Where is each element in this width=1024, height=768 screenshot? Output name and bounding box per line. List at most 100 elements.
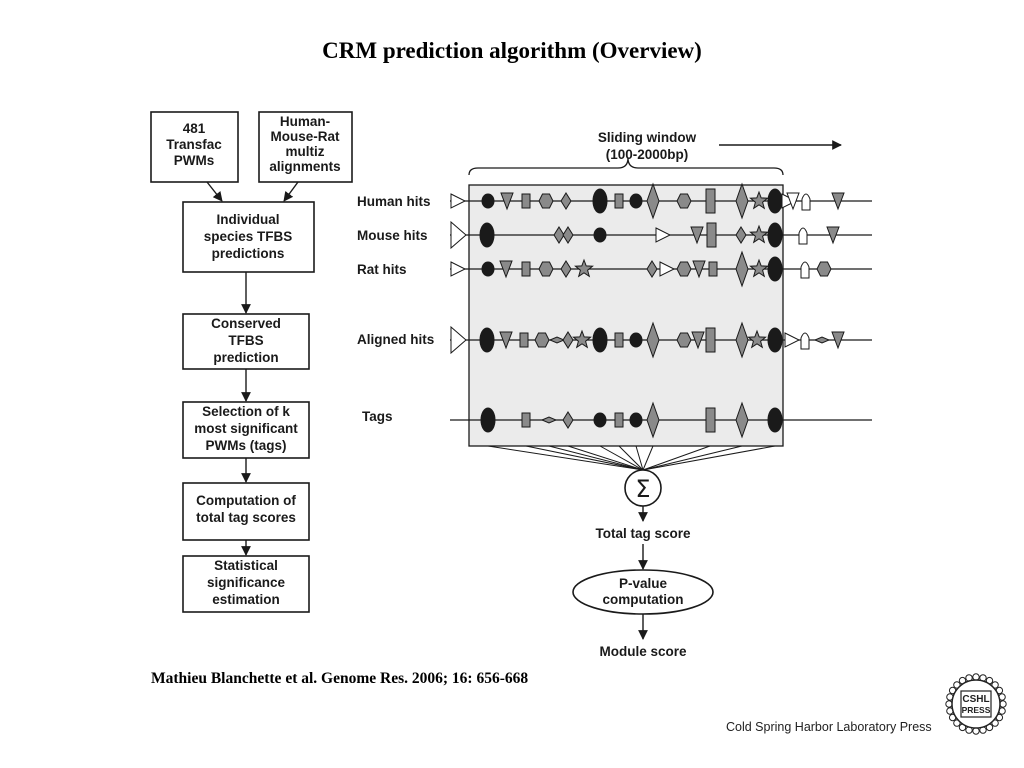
step-box-selection	[182, 401, 310, 459]
site-diamond	[562, 226, 574, 244]
site-hexagon	[534, 332, 550, 348]
tag-sum-link	[525, 445, 644, 471]
input-box-transfac	[150, 111, 239, 183]
site-large-diamond	[735, 182, 749, 220]
site-large-pointer	[450, 325, 467, 355]
site-hexagon	[816, 261, 832, 277]
tag-sum-link	[642, 445, 776, 471]
step-box-significance	[182, 555, 310, 613]
svg-text:PRESS: PRESS	[962, 705, 991, 715]
site-triangle	[692, 260, 706, 279]
site-tall-rectangle	[705, 327, 716, 353]
track-label-rat: Rat hits	[357, 262, 407, 277]
site-star	[747, 329, 767, 349]
site-oval	[629, 412, 643, 428]
site-rectangle	[521, 412, 531, 428]
citation: Mathieu Blanchette et al. Genome Res. 20…	[151, 670, 529, 687]
tag-sum-link	[599, 445, 644, 471]
site-bullet	[801, 193, 811, 211]
tag-sum-link	[618, 445, 644, 471]
site-hexagon	[676, 193, 692, 209]
site-diamond	[560, 192, 572, 210]
site-triangle	[690, 226, 704, 245]
tag-sum-link	[548, 445, 644, 471]
tag-sum-link	[487, 445, 644, 471]
site-pointer	[659, 261, 676, 277]
slide-title: CRM prediction algorithm (Overview)	[322, 38, 702, 63]
module-score-label: Module score	[599, 644, 687, 659]
cshl-press-logo: CSHL PRESS	[945, 673, 1007, 735]
site-small-diamond	[813, 336, 831, 344]
site-large-oval	[592, 188, 608, 214]
site-large-oval	[479, 327, 495, 353]
sliding-window-brace	[468, 157, 784, 176]
site-large-diamond	[735, 321, 749, 359]
site-large-oval	[767, 188, 783, 214]
site-pointer	[450, 261, 467, 277]
sum-symbol: Σ	[635, 475, 650, 503]
site-tall-rectangle	[705, 407, 716, 433]
site-bullet	[798, 227, 808, 245]
site-hexagon	[538, 261, 554, 277]
site-small-diamond	[540, 416, 558, 424]
tag-sum-link	[642, 445, 654, 471]
site-large-diamond	[735, 401, 749, 439]
site-diamond	[562, 331, 574, 349]
arrow-alignments-to-species	[283, 181, 299, 202]
site-oval	[593, 227, 607, 243]
site-star	[749, 258, 769, 278]
site-oval	[593, 412, 607, 428]
site-rectangle	[519, 332, 529, 348]
site-rectangle	[521, 193, 531, 209]
site-rectangle	[708, 261, 718, 277]
site-large-oval	[767, 256, 783, 282]
site-star	[749, 190, 769, 210]
svg-text:CSHL: CSHL	[962, 694, 989, 705]
site-rectangle	[614, 332, 624, 348]
publisher-name: Cold Spring Harbor Laboratory Press	[726, 720, 932, 734]
site-triangle	[831, 192, 845, 211]
site-triangle	[826, 226, 840, 245]
total-tag-score-label: Total tag score	[595, 526, 691, 541]
site-hexagon	[676, 261, 692, 277]
arrow-transfac-to-species	[206, 181, 223, 202]
track-label-aligned: Aligned hits	[357, 332, 434, 347]
tag-sum-link	[642, 445, 743, 471]
site-hexagon	[538, 193, 554, 209]
input-box-alignments	[258, 111, 353, 183]
site-rectangle	[521, 261, 531, 277]
site-triangle	[691, 331, 705, 350]
site-oval	[629, 193, 643, 209]
site-bullet	[800, 261, 810, 279]
site-oval	[481, 193, 495, 209]
track-label-tags: Tags	[362, 409, 393, 424]
site-triangle	[499, 260, 513, 279]
site-large-diamond	[646, 182, 660, 220]
site-diamond	[562, 411, 574, 429]
site-pointer	[450, 193, 467, 209]
site-pointer	[655, 227, 672, 243]
site-star	[574, 258, 594, 278]
site-tall-rectangle	[706, 222, 717, 248]
tag-sum-link	[642, 445, 711, 471]
site-bullet	[800, 332, 810, 350]
site-pointer	[784, 332, 801, 348]
site-oval	[481, 261, 495, 277]
site-large-diamond	[646, 321, 660, 359]
track-lines-and-sites	[450, 182, 872, 439]
site-large-oval	[479, 222, 495, 248]
step-box-conserved	[182, 313, 310, 370]
site-large-oval	[767, 222, 783, 248]
site-star	[572, 329, 592, 349]
site-large-diamond	[646, 401, 660, 439]
site-diamond	[735, 226, 747, 244]
site-large-pointer	[450, 220, 467, 250]
sliding-window-region	[468, 184, 784, 447]
tag-sum-link	[567, 445, 644, 471]
site-diamond	[560, 260, 572, 278]
site-large-oval	[592, 327, 608, 353]
